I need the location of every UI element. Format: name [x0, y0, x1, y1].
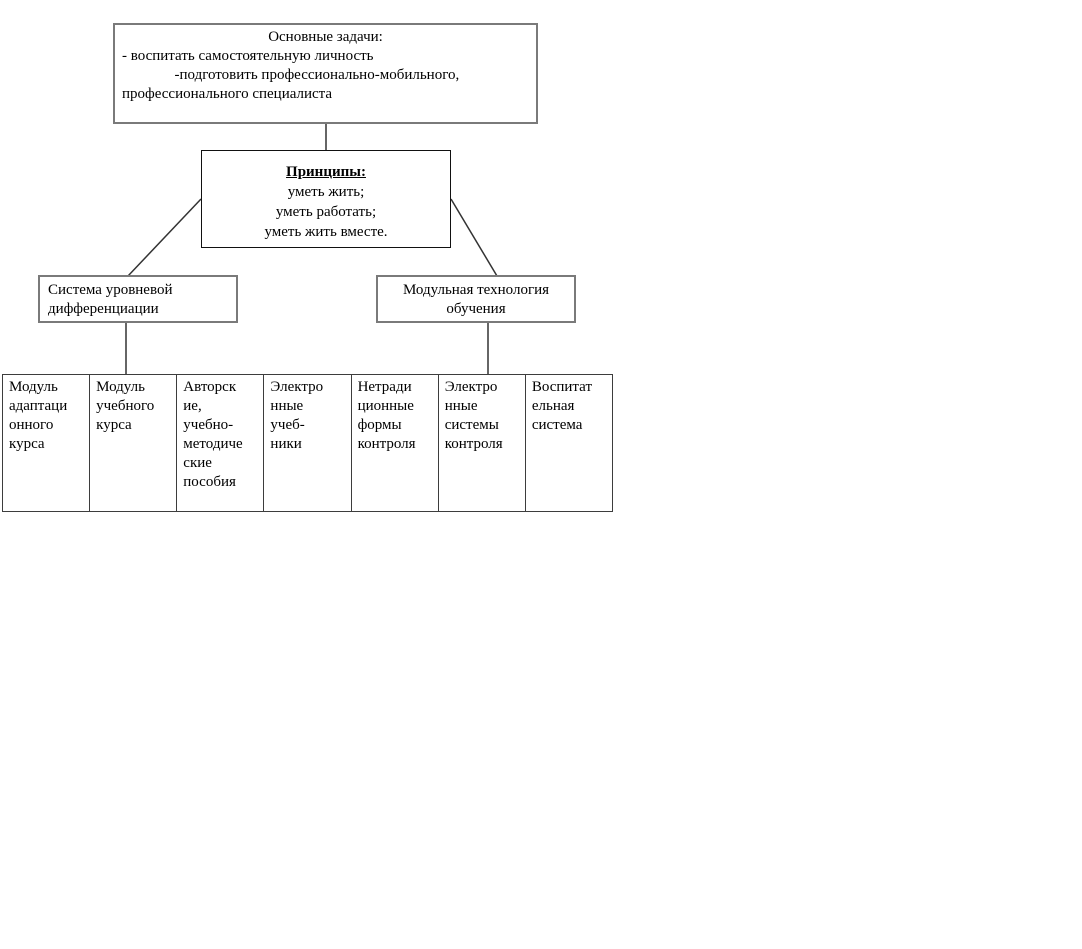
module-cell-upbringing-system: Воспитат ельная система [531, 379, 592, 433]
principles-item: уметь жить; [287, 184, 365, 200]
module-cell-adaptation-course: Модуль адаптаци онного курса [3, 375, 91, 511]
module-cell-nontraditional-control: Нетради ционные формы контроля [352, 375, 439, 511]
module-cell-electronic-textbooks: Электро нные учеб- ники [264, 375, 352, 511]
connector-line-principles-to-left-branch [127, 198, 202, 277]
principles-box: Принципы: уметь жить; уметь работать; ум… [201, 150, 451, 248]
principles-item: уметь работать; [275, 204, 377, 220]
main-tasks-title: Основные задачи: [268, 29, 383, 45]
main-tasks-body: - воспитать самостоятельную личность -по… [122, 48, 460, 102]
branch-box-level-differentiation: Система уровневой дифференциации [38, 275, 238, 323]
connector-line-principles-to-right-branch [450, 198, 498, 277]
module-cell-author-manuals: Авторск ие, учебно- методиче ские пособи… [177, 375, 265, 511]
principles-title: Принципы: [286, 164, 366, 180]
module-cell-study-course: Модуль учебного курса [90, 375, 178, 511]
main-tasks-box: Основные задачи: - воспитать самостоятел… [113, 23, 538, 124]
principles-item: уметь жить вместе. [264, 224, 388, 240]
module-cell-electronic-control: Электро нные системы контроля [439, 375, 526, 511]
branch-box-modular-technology: Модульная технология обучения [376, 275, 576, 323]
modules-table: Модуль адаптаци онного курса Модуль учеб… [2, 374, 613, 512]
